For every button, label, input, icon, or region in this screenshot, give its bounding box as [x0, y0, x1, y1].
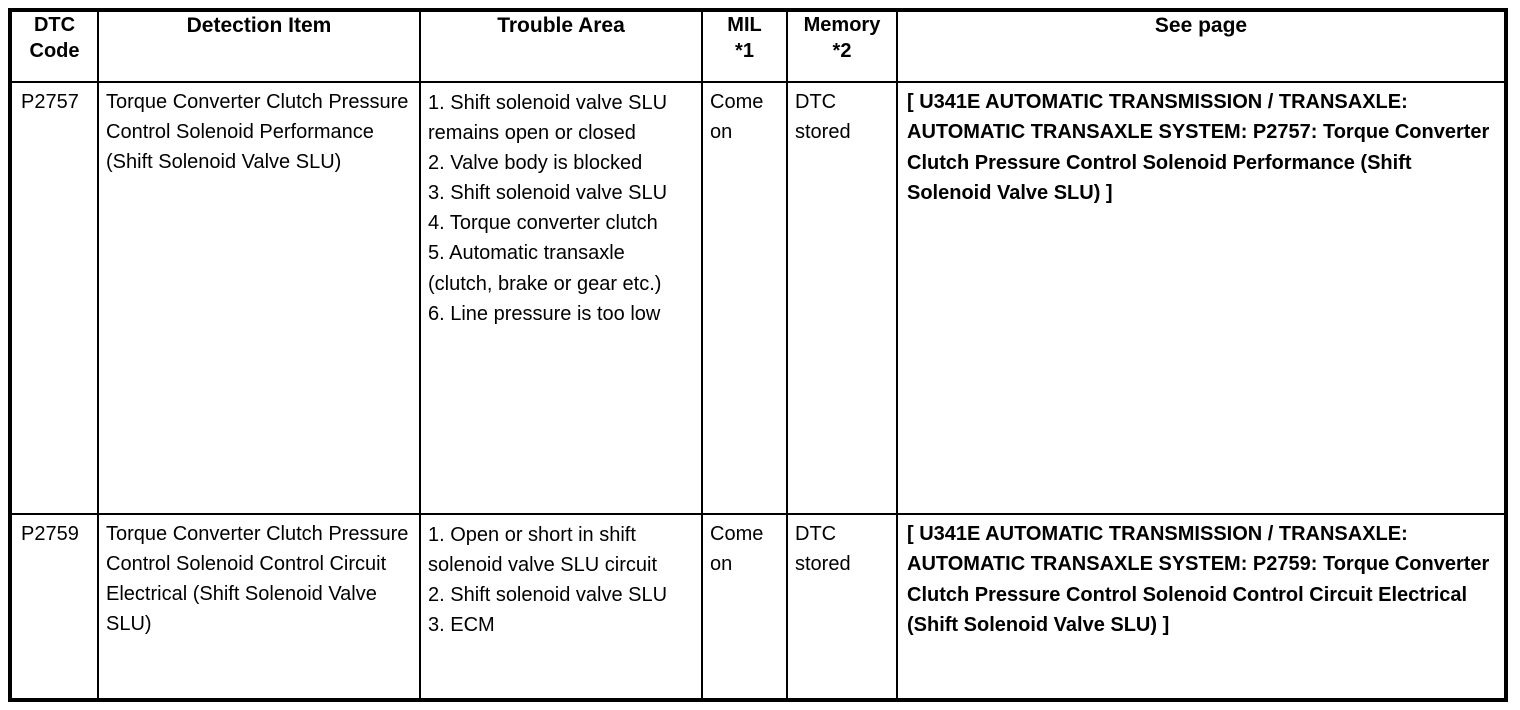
cell-trouble-area-text: 1. Shift solenoid valve SLU remains open…: [428, 92, 668, 325]
cell-trouble-area: 1. Open or short in shift solenoid valve…: [419, 513, 703, 701]
table-row: P2757 Torque Converter Clutch Pressure C…: [9, 81, 1507, 515]
dtc-diagnostic-trouble-code-table: DTC Code Detection Item Trouble Area MIL…: [8, 8, 1508, 702]
cell-detection-item-text: Torque Converter Clutch Pressure Control…: [106, 523, 409, 636]
table-row: P2759 Torque Converter Clutch Pressure C…: [9, 513, 1507, 701]
cell-see-page[interactable]: [ U341E AUTOMATIC TRANSMISSION / TRANSAX…: [896, 513, 1507, 701]
column-header-dtc-code: DTC Code: [9, 9, 99, 83]
table-header-row: DTC Code Detection Item Trouble Area MIL…: [9, 9, 1507, 83]
cell-dtc-code: P2759: [9, 513, 99, 701]
table-header: DTC Code Detection Item Trouble Area MIL…: [9, 9, 1507, 83]
cell-dtc-code-text: P2757: [21, 91, 79, 113]
cell-detection-item-text: Torque Converter Clutch Pressure Control…: [106, 91, 409, 174]
column-header-trouble-area: Trouble Area: [419, 9, 703, 83]
cell-memory-text: DTC stored: [795, 523, 851, 576]
cell-memory: DTC stored: [786, 81, 898, 515]
column-header-see-page: See page: [896, 9, 1507, 83]
column-header-mil: MIL *1: [701, 9, 788, 83]
cell-detection-item: Torque Converter Clutch Pressure Control…: [97, 81, 421, 515]
cell-mil: Come on: [701, 513, 788, 701]
column-header-memory: Memory *2: [786, 9, 898, 83]
cell-detection-item: Torque Converter Clutch Pressure Control…: [97, 513, 421, 701]
cell-dtc-code: P2757: [9, 81, 99, 515]
cell-trouble-area-text: 1. Open or short in shift solenoid valve…: [428, 524, 668, 637]
cell-see-page-link[interactable]: [ U341E AUTOMATIC TRANSMISSION / TRANSAX…: [907, 523, 1490, 637]
column-header-detection-item: Detection Item: [97, 9, 421, 83]
cell-mil-text: Come on: [710, 523, 764, 576]
cell-mil-text: Come on: [710, 91, 764, 144]
cell-mil: Come on: [701, 81, 788, 515]
cell-memory-text: DTC stored: [795, 91, 851, 144]
cell-memory: DTC stored: [786, 513, 898, 701]
cell-trouble-area: 1. Shift solenoid valve SLU remains open…: [419, 81, 703, 515]
cell-dtc-code-text: P2759: [21, 523, 79, 545]
cell-see-page[interactable]: [ U341E AUTOMATIC TRANSMISSION / TRANSAX…: [896, 81, 1507, 515]
cell-see-page-link[interactable]: [ U341E AUTOMATIC TRANSMISSION / TRANSAX…: [907, 91, 1490, 205]
table-body: P2757 Torque Converter Clutch Pressure C…: [9, 81, 1507, 701]
